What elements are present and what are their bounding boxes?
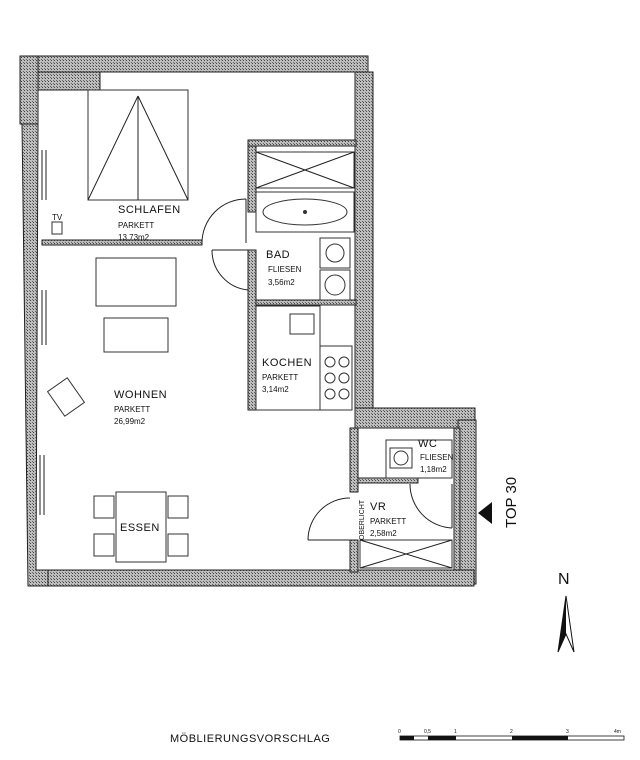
scale-tick-4: 3 [566, 729, 569, 735]
room-floor-wohnen: PARKETT [114, 405, 150, 414]
room-floor-kochen: PARKETT [262, 373, 298, 382]
scale-bar [399, 735, 625, 741]
bath-door [211, 249, 249, 291]
entry-door [307, 497, 351, 541]
oberlicht-label: OBERLICHT [359, 499, 366, 540]
room-floor-wc: FLIESEN [420, 453, 454, 462]
north-arrow-icon [557, 595, 575, 653]
scale-tick-5: 4m [614, 729, 621, 735]
wc-fixtures [385, 439, 453, 479]
room-area-vr: 2,58m2 [370, 529, 397, 538]
scale-tick-2: 1 [454, 729, 457, 735]
dining-table [93, 491, 189, 563]
room-floor-bad: FLIESEN [268, 265, 302, 274]
unit-label: TOP 30 [503, 477, 520, 528]
room-name-vr: VR [370, 501, 386, 513]
room-area-wohnen: 26,99m2 [114, 417, 146, 426]
coffee-table [103, 317, 169, 353]
wc-door [409, 483, 453, 529]
room-name-schlafen: SCHLAFEN [118, 204, 181, 216]
room-area-kochen: 3,14m2 [262, 385, 289, 394]
tv-stand [51, 221, 63, 235]
windows [39, 150, 47, 515]
scale-tick-1: 0,5 [424, 729, 431, 735]
walls [19, 55, 477, 587]
armchair [46, 377, 86, 417]
scale-tick-0: 0 [398, 729, 401, 735]
room-name-kochen: KOCHEN [262, 357, 312, 369]
room-area-bad: 3,56m2 [268, 278, 295, 287]
unit-entry-arrow [478, 502, 492, 524]
room-name-wc: WC [418, 438, 437, 450]
room-name-essen: ESSEN [120, 522, 160, 534]
bath-sink [319, 237, 351, 269]
room-name-bad: BAD [266, 249, 290, 261]
bed [87, 89, 189, 201]
scale-tick-3: 2 [510, 729, 513, 735]
wardrobe [359, 539, 453, 569]
room-floor-vr: PARKETT [370, 517, 406, 526]
tv-label: TV [52, 213, 63, 222]
bedroom-door [201, 198, 247, 244]
kitchen-counter [255, 305, 353, 411]
north-label: N [558, 571, 570, 588]
washing-machine [319, 269, 351, 301]
plan-caption: MÖBLIERUNGSVORSCHLAG [170, 733, 330, 745]
room-area-wc: 1,18m2 [420, 465, 447, 474]
bathtub [255, 191, 355, 233]
sofa [95, 257, 177, 307]
room-area-schlafen: 13,73m2 [118, 233, 150, 242]
room-name-wohnen: WOHNEN [114, 389, 167, 401]
shower-tray [255, 151, 355, 189]
room-floor-schlafen: PARKETT [118, 221, 154, 230]
